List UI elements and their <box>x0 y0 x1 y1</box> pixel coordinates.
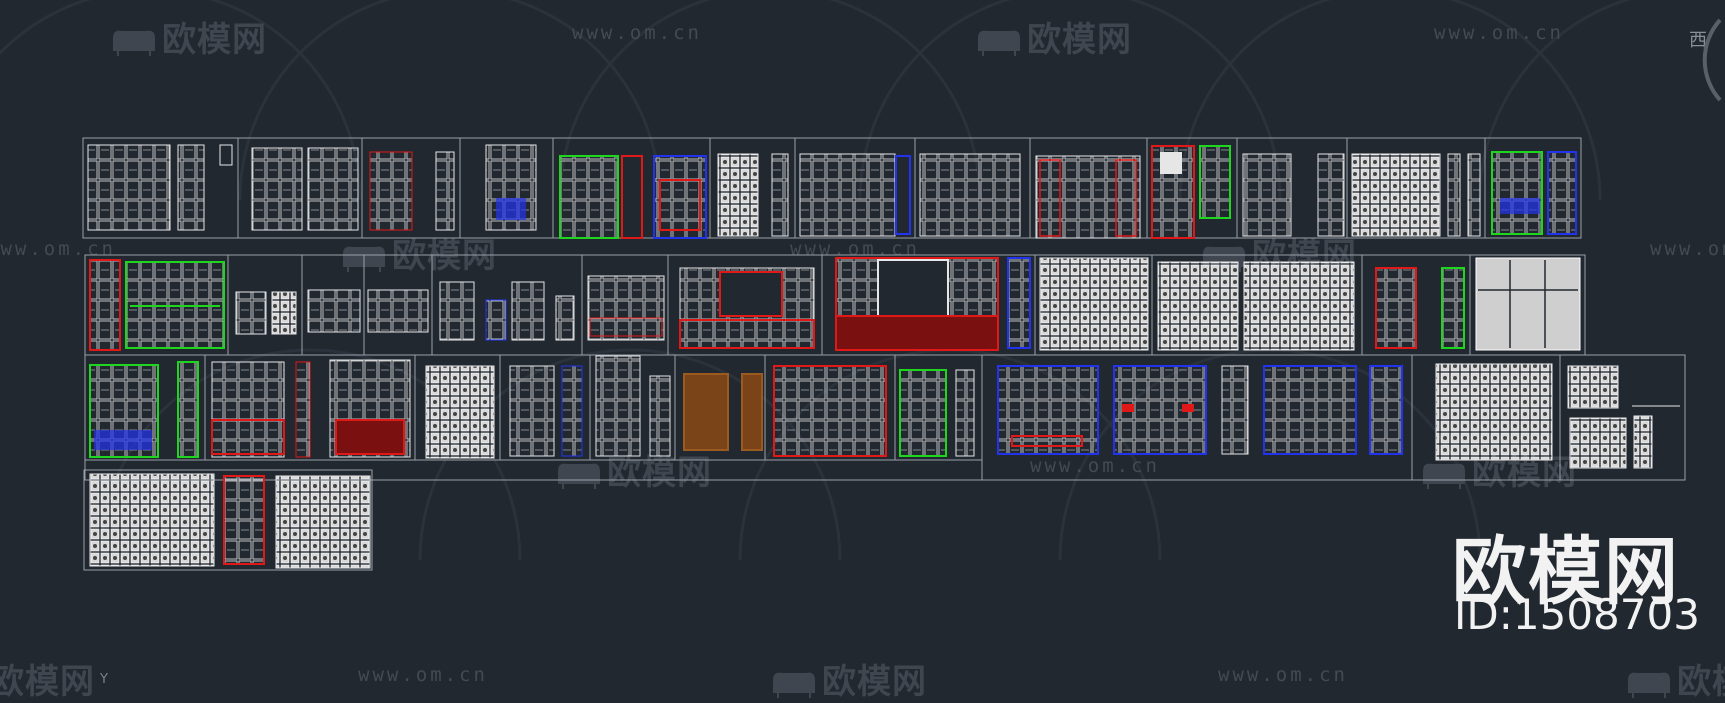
model-id-label: ID:1508703 <box>1454 590 1700 639</box>
sofa-icon <box>558 463 600 489</box>
sheet-row-4 <box>83 469 373 571</box>
watermark-url: www.om.cn <box>1030 455 1160 477</box>
sheet-row-1 <box>82 137 1582 239</box>
watermark-url: www.om.cn <box>572 22 702 44</box>
sofa-icon <box>113 30 155 56</box>
cabinet-elevations-row-1 <box>87 144 1577 239</box>
watermark-url: www.om.cn <box>1434 22 1564 44</box>
cabinet-elevations-row-3 <box>89 355 1680 469</box>
cabinet-elevations-row-4 <box>89 473 371 569</box>
sofa-icon <box>978 30 1020 56</box>
cabinet-elevations-row-2 <box>89 257 1581 351</box>
sheet-row-3 <box>84 354 1686 481</box>
ucs-axis-label: Y <box>100 672 108 687</box>
watermark-url: www.om.cn <box>358 664 488 686</box>
watermark-logo: 欧模网 <box>975 12 1132 61</box>
watermark-logo: 欧模网 <box>110 12 267 61</box>
watermark-url: www.om.cn <box>1650 238 1725 260</box>
corner-label: 西 <box>1689 30 1707 51</box>
brand-logo-text: 欧模网 <box>1452 529 1680 615</box>
watermark-url: www.om.cn <box>1218 664 1348 686</box>
sofa-icon <box>1423 463 1465 489</box>
